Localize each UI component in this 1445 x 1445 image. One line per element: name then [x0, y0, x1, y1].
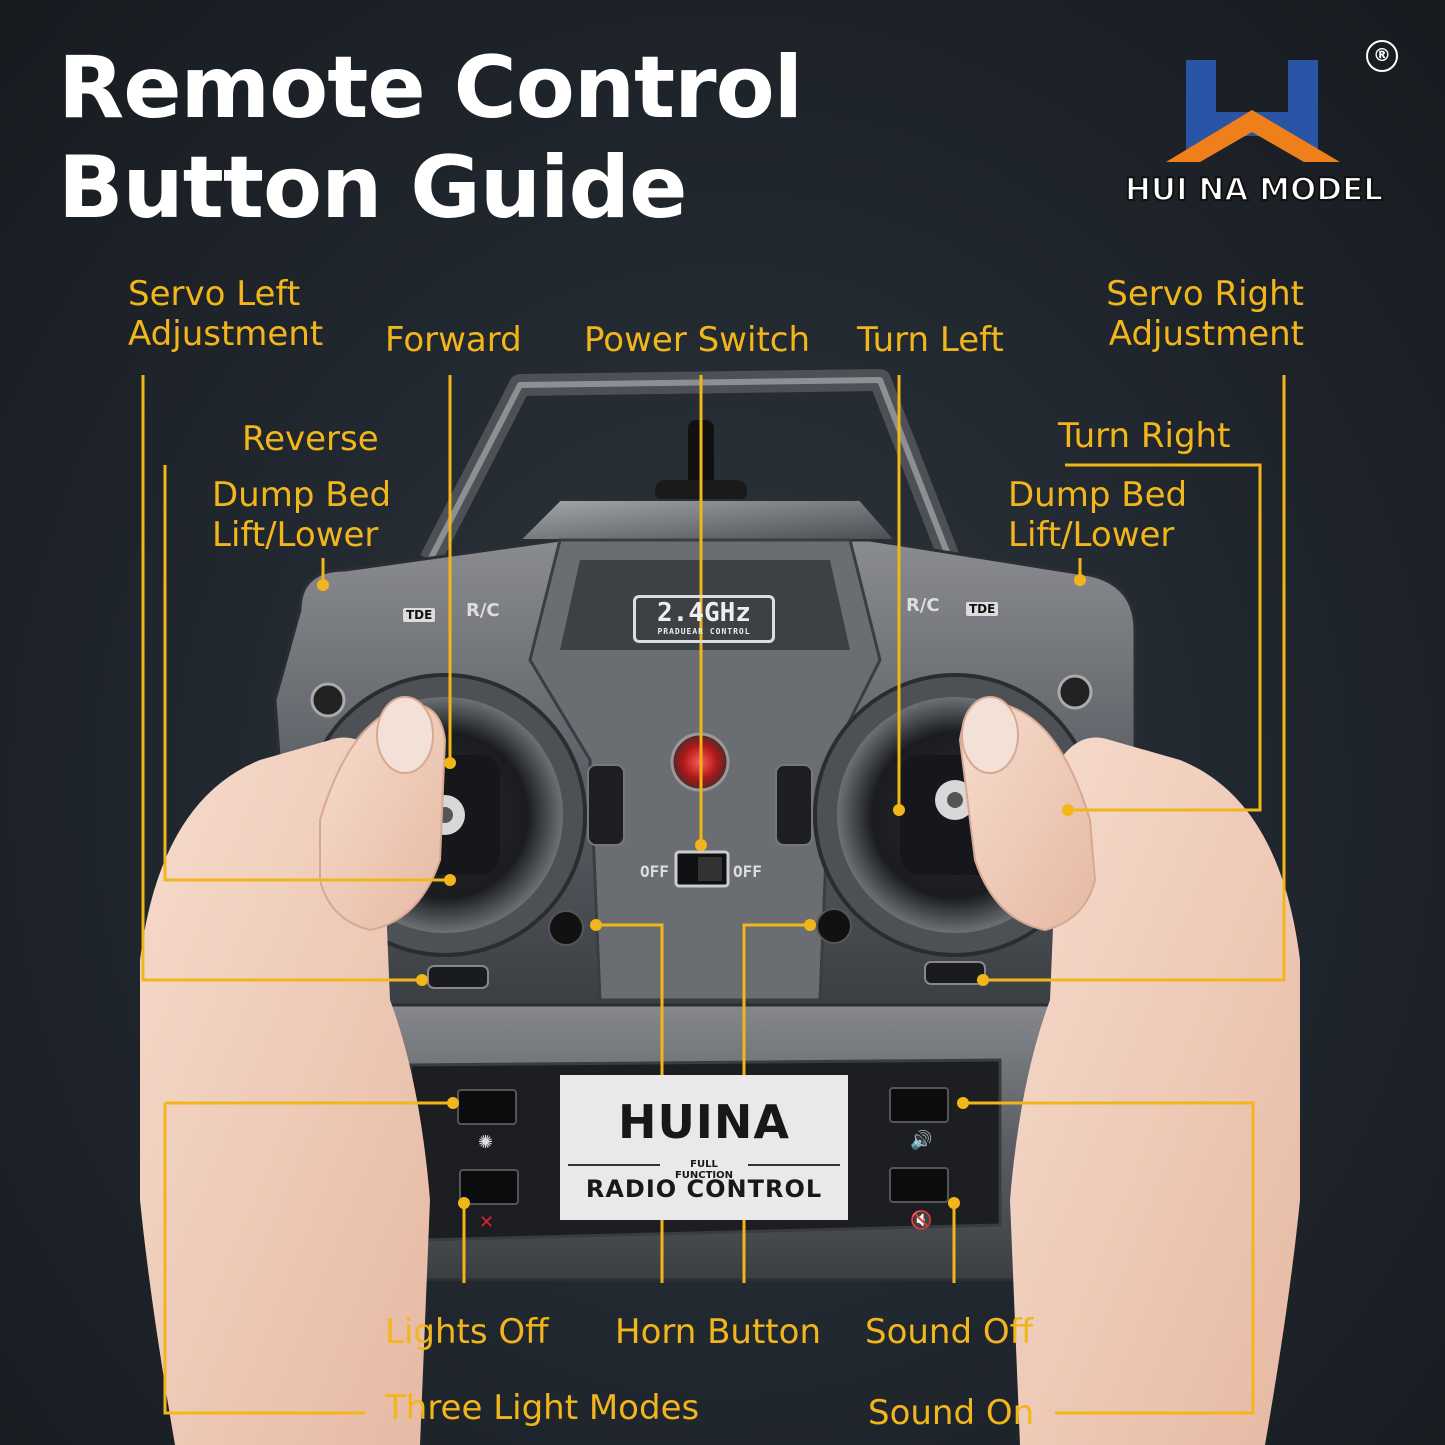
rc-label-right: R/C: [906, 595, 940, 616]
frequency-badge: 2.4GHz PRADUEAR CONTROL: [633, 595, 775, 643]
label-three-light-modes: Three Light Modes: [385, 1388, 700, 1428]
left-trim-wheel: [587, 764, 625, 846]
label-turn-left: Turn Left: [857, 320, 1004, 360]
right-trim-wheel: [775, 764, 813, 846]
label-reverse: Reverse: [242, 419, 379, 459]
title-line-1: Remote Control: [58, 38, 803, 138]
speaker-icon: 🔊: [910, 1130, 933, 1151]
panel-brand: HUINA: [617, 1095, 791, 1149]
left-hand: [140, 696, 447, 1445]
label-dump-right-line1: Dump Bed: [1008, 475, 1188, 515]
tde-badge-right: TDE: [966, 602, 999, 616]
light-off-icon: ✕: [479, 1212, 495, 1233]
label-lights-off: Lights Off: [385, 1312, 549, 1352]
light-icon: ✺: [478, 1132, 494, 1153]
label-dump-left: Dump Bed Lift/Lower: [212, 475, 391, 555]
label-dump-left-line1: Dump Bed: [212, 475, 392, 515]
mute-icon: 🔇: [910, 1210, 933, 1231]
horn-button-left: [548, 910, 584, 946]
label-turn-right: Turn Right: [1058, 416, 1231, 456]
tde-badge-left: TDE: [403, 608, 436, 622]
label-servo-right-line2: Adjustment: [1108, 314, 1304, 354]
logo-mark-icon: [1166, 60, 1340, 162]
switch-off-left: OFF: [640, 862, 669, 881]
sound-off-button: [889, 1167, 949, 1203]
logo-text: HUI NA MODEL: [1124, 171, 1384, 209]
rc-label-left: R/C: [466, 600, 500, 621]
label-servo-left-line2: Adjustment: [128, 314, 324, 354]
switch-off-right: OFF: [733, 862, 762, 881]
servo-right-trim: [924, 961, 986, 985]
leader-dots: [317, 574, 1086, 1209]
lights-off-button: [459, 1169, 519, 1205]
label-sound-on: Sound On: [868, 1393, 1035, 1433]
title-line-2: Button Guide: [58, 138, 687, 238]
screw-right: [1057, 674, 1093, 710]
label-servo-left: Servo Left Adjustment: [128, 274, 323, 354]
brand-logo: ® HUI NA MODEL: [1108, 40, 1408, 215]
sound-on-button: [889, 1087, 949, 1123]
right-hand: [958, 696, 1300, 1445]
lights-mode-button: [457, 1089, 517, 1125]
label-horn-button: Horn Button: [615, 1312, 821, 1352]
brand-panel: HUINA FULL FUNCTION RADIO CONTROL: [560, 1075, 848, 1220]
label-dump-right: Dump Bed Lift/Lower: [1008, 475, 1187, 555]
label-sound-off: Sound Off: [865, 1312, 1034, 1352]
page-title: Remote Control Button Guide: [58, 38, 803, 238]
label-forward: Forward: [385, 320, 522, 360]
label-dump-right-line2: Lift/Lower: [1008, 515, 1175, 555]
frequency-text: 2.4GHz: [657, 598, 751, 628]
registered-mark: ®: [1366, 40, 1398, 72]
panel-function: FULL FUNCTION: [660, 1159, 748, 1181]
frequency-subtext: PRADUEAR CONTROL: [657, 627, 751, 636]
screw-left: [310, 682, 346, 718]
label-servo-right: Servo Right Adjustment: [1090, 274, 1304, 354]
label-servo-right-line1: Servo Right: [1106, 274, 1304, 314]
label-servo-left-line1: Servo Left: [128, 274, 301, 314]
panel-radio: RADIO CONTROL: [585, 1175, 823, 1203]
label-dump-left-line2: Lift/Lower: [212, 515, 379, 555]
label-power-switch: Power Switch: [584, 320, 811, 360]
servo-left-trim: [427, 965, 489, 989]
horn-button-right: [816, 908, 852, 944]
